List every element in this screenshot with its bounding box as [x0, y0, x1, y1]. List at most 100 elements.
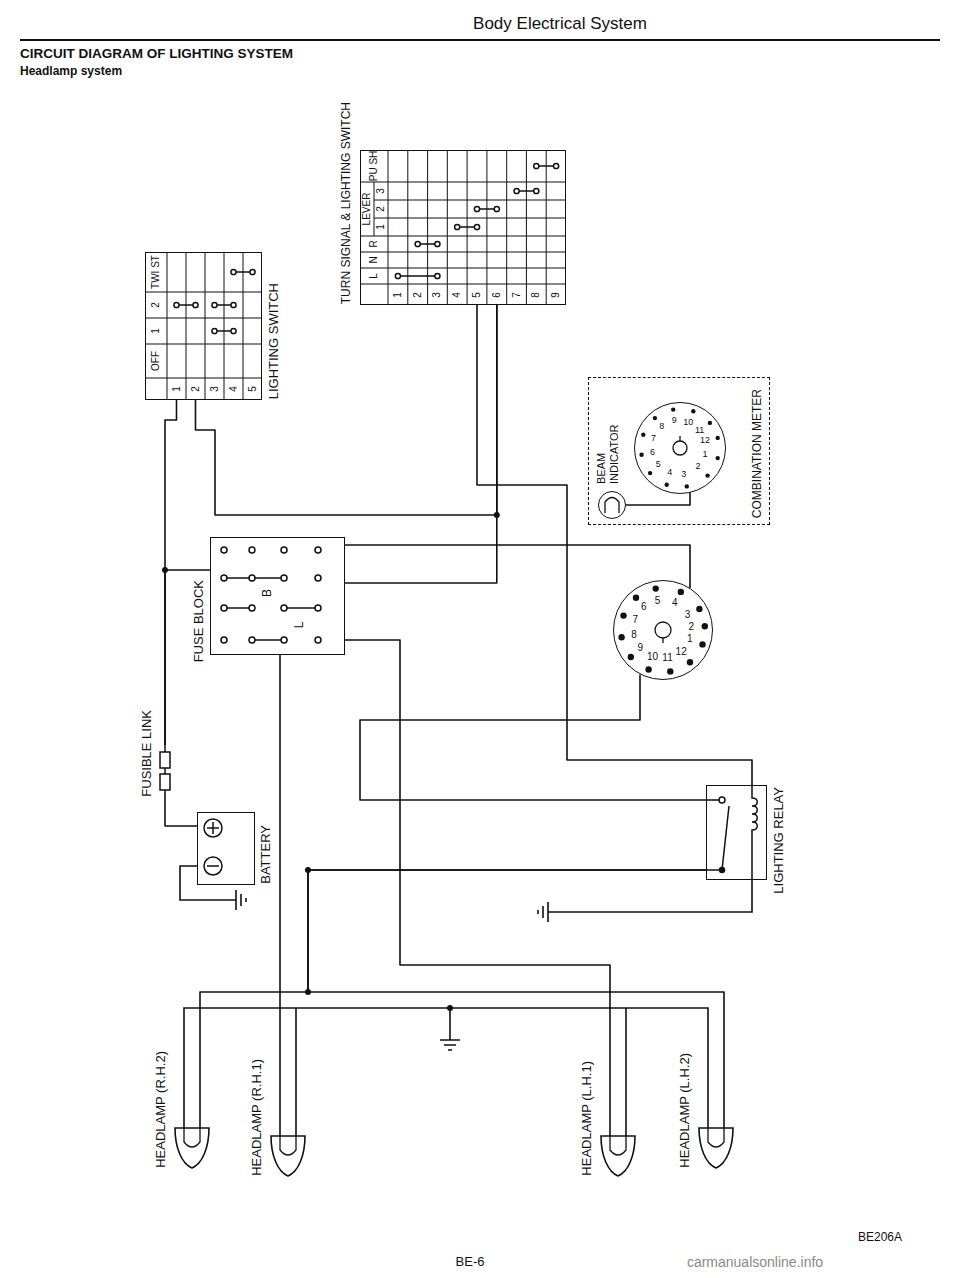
connector-pin — [653, 585, 659, 591]
meter-housing: COMBINATION METERBEAM INDICATOR123456789… — [588, 377, 770, 525]
fuse-symbol — [281, 605, 287, 611]
connector-key — [655, 436, 687, 643]
battery: BATTERY — [197, 812, 255, 885]
fuse-symbol — [315, 547, 321, 553]
table-cell: 3 — [209, 386, 221, 392]
fuse-symbol — [281, 547, 287, 553]
headlamp-bulb — [610, 1136, 626, 1155]
switch-contact — [395, 273, 400, 278]
table-cell: 4 — [451, 292, 463, 298]
component-name: HEADLAMP (R.H.1) — [250, 1059, 265, 1176]
connector-pin — [685, 484, 689, 488]
table-cell: 2 — [412, 292, 424, 298]
table-cell: N — [368, 256, 380, 263]
fusible-link-symbol — [160, 745, 170, 793]
headlamp-bulb — [172, 1112, 212, 1170]
fuse-symbol — [315, 605, 321, 611]
pin-number: 6 — [650, 447, 655, 457]
table-cell: 3 — [375, 188, 387, 194]
switch-contact — [174, 302, 179, 307]
table-cell: 9 — [550, 292, 562, 298]
header-rule — [20, 40, 940, 41]
switch-contact — [174, 163, 559, 333]
wire — [626, 492, 691, 505]
headlamp-bulb — [280, 1136, 296, 1155]
headlamp-bulb — [280, 1120, 296, 1136]
wire — [165, 400, 177, 745]
diagram-title: CIRCUIT DIAGRAM OF LIGHTING SYSTEM — [20, 46, 293, 62]
connector-pin — [648, 471, 652, 475]
connector-pin — [641, 433, 645, 437]
switch-contact — [494, 206, 499, 211]
pin-number: 11 — [695, 424, 704, 434]
table-cell: 3 — [432, 292, 444, 298]
connector-pin — [671, 407, 675, 411]
headlamp-bulb — [268, 1120, 308, 1178]
component-name: FUSIBLE LINK — [140, 710, 155, 797]
switch-contact — [193, 302, 198, 307]
switch-table: LIGHTING SWITCH — [145, 252, 262, 400]
wire — [345, 305, 497, 583]
battery-terminal — [204, 857, 222, 875]
wire — [360, 674, 706, 800]
headlamp: HEADLAMP (L.H.1) — [598, 1120, 638, 1178]
connector-key — [655, 622, 671, 638]
header-rule — [20, 39, 940, 41]
component-name: LIGHTING RELAY — [772, 787, 787, 894]
fuse-symbol — [281, 637, 287, 643]
table-cell: R — [368, 240, 380, 247]
connector-key — [662, 638, 663, 643]
ground-symbol — [548, 880, 752, 912]
switch-table: TURN SIGNAL & LIGHTING SWITCH — [360, 150, 566, 305]
relay-internals — [720, 868, 725, 873]
relay-internals — [706, 800, 729, 870]
battery-terminal — [207, 865, 219, 867]
headlamp-bulb — [175, 1128, 209, 1168]
fuse-symbol — [249, 605, 255, 611]
component-name: HEADLAMP (L.H.1) — [580, 1061, 595, 1176]
fusible-link-symbol — [160, 752, 170, 768]
switch-contact — [231, 328, 236, 333]
junction-dot — [162, 512, 500, 1011]
connector-pin — [716, 436, 720, 440]
headlamp-bulb — [696, 1112, 736, 1170]
ground-symbol — [180, 866, 236, 900]
connector-pin — [705, 473, 709, 477]
connector-key — [679, 436, 680, 441]
fuse-symbol — [221, 605, 227, 611]
wire — [165, 793, 197, 826]
pin-number: 1 — [687, 634, 693, 646]
ground-symbol — [180, 866, 752, 1120]
relay-box: LIGHTING RELAY — [706, 785, 767, 880]
headlamp-bulb — [598, 1120, 638, 1178]
pin-number: 4 — [672, 597, 678, 609]
connector-pin — [639, 453, 643, 457]
table-cell: L — [368, 273, 380, 279]
battery-terminal — [204, 819, 222, 837]
switch-contact — [212, 328, 217, 333]
table-cell: 1 — [375, 224, 387, 230]
table-cell: 5 — [471, 292, 483, 298]
table-cell: 2 — [150, 302, 162, 308]
connector-pin — [645, 666, 651, 672]
watermark: carmanualsonline.info — [687, 1254, 823, 1270]
connector-pin — [665, 483, 669, 487]
table-cell: 2 — [375, 206, 387, 212]
fuse-symbol — [315, 637, 321, 643]
connector-key — [673, 441, 687, 455]
switch-contact — [534, 163, 539, 168]
page-number: BE-6 — [456, 1255, 485, 1270]
table-cell: 5 — [247, 386, 259, 392]
component-name: HEADLAMP (L.H.2) — [678, 1053, 693, 1168]
pin-number: 3 — [681, 468, 686, 478]
table-cell: 2 — [190, 386, 202, 392]
pin-number: 11 — [662, 652, 672, 664]
pin-number: 12 — [700, 435, 710, 445]
fusible-link: FUSIBLE LINK — [158, 745, 172, 793]
component-name: LIGHTING SWITCH — [267, 283, 282, 399]
switch-contact — [250, 269, 255, 274]
